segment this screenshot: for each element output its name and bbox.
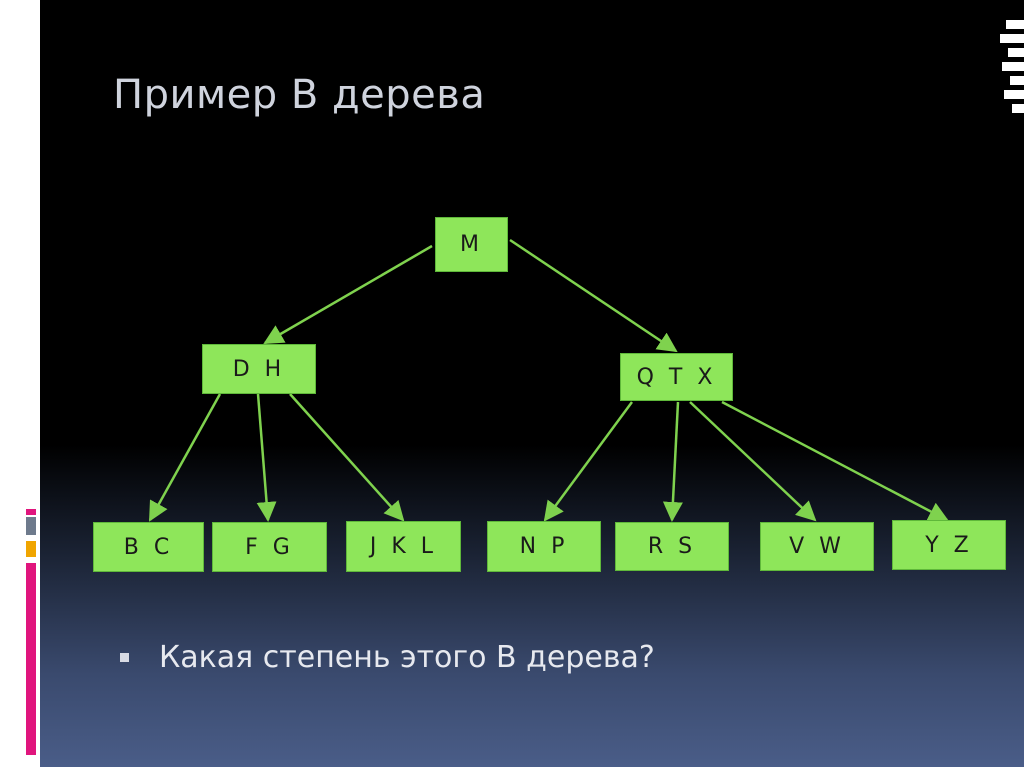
tree-node-fg: F G [212,522,327,572]
tree-node-vw: V W [760,522,874,571]
decor-bar [1008,48,1024,57]
decor-bar [1012,104,1024,113]
accent-stripe-pink-small [26,509,36,515]
slide-title: Пример В дерева [113,72,486,118]
bullet-square-icon [120,653,129,662]
decor-bar [1006,20,1024,29]
tree-node-yz: Y Z [892,520,1006,570]
accent-stripe-pink [26,563,36,755]
decor-bar [1000,34,1024,43]
tree-node-jkl: J K L [346,521,461,572]
decor-bar [1010,76,1024,85]
tree-node-m: M [435,217,508,272]
tree-node-np: N P [487,521,601,572]
accent-stripe-orange [26,541,36,557]
tree-node-qtx: Q T X [620,353,733,401]
tree-node-dh: D H [202,344,316,394]
tree-node-rs: R S [615,522,729,571]
tree-node-bc: B C [93,522,204,572]
accent-stripe-gray [26,517,36,535]
bullet-question: Какая степень этого В дерева? [159,640,655,675]
decor-bar [1002,62,1024,71]
decor-bar [1004,90,1024,99]
bullet-item: Какая степень этого В дерева? [120,640,655,675]
